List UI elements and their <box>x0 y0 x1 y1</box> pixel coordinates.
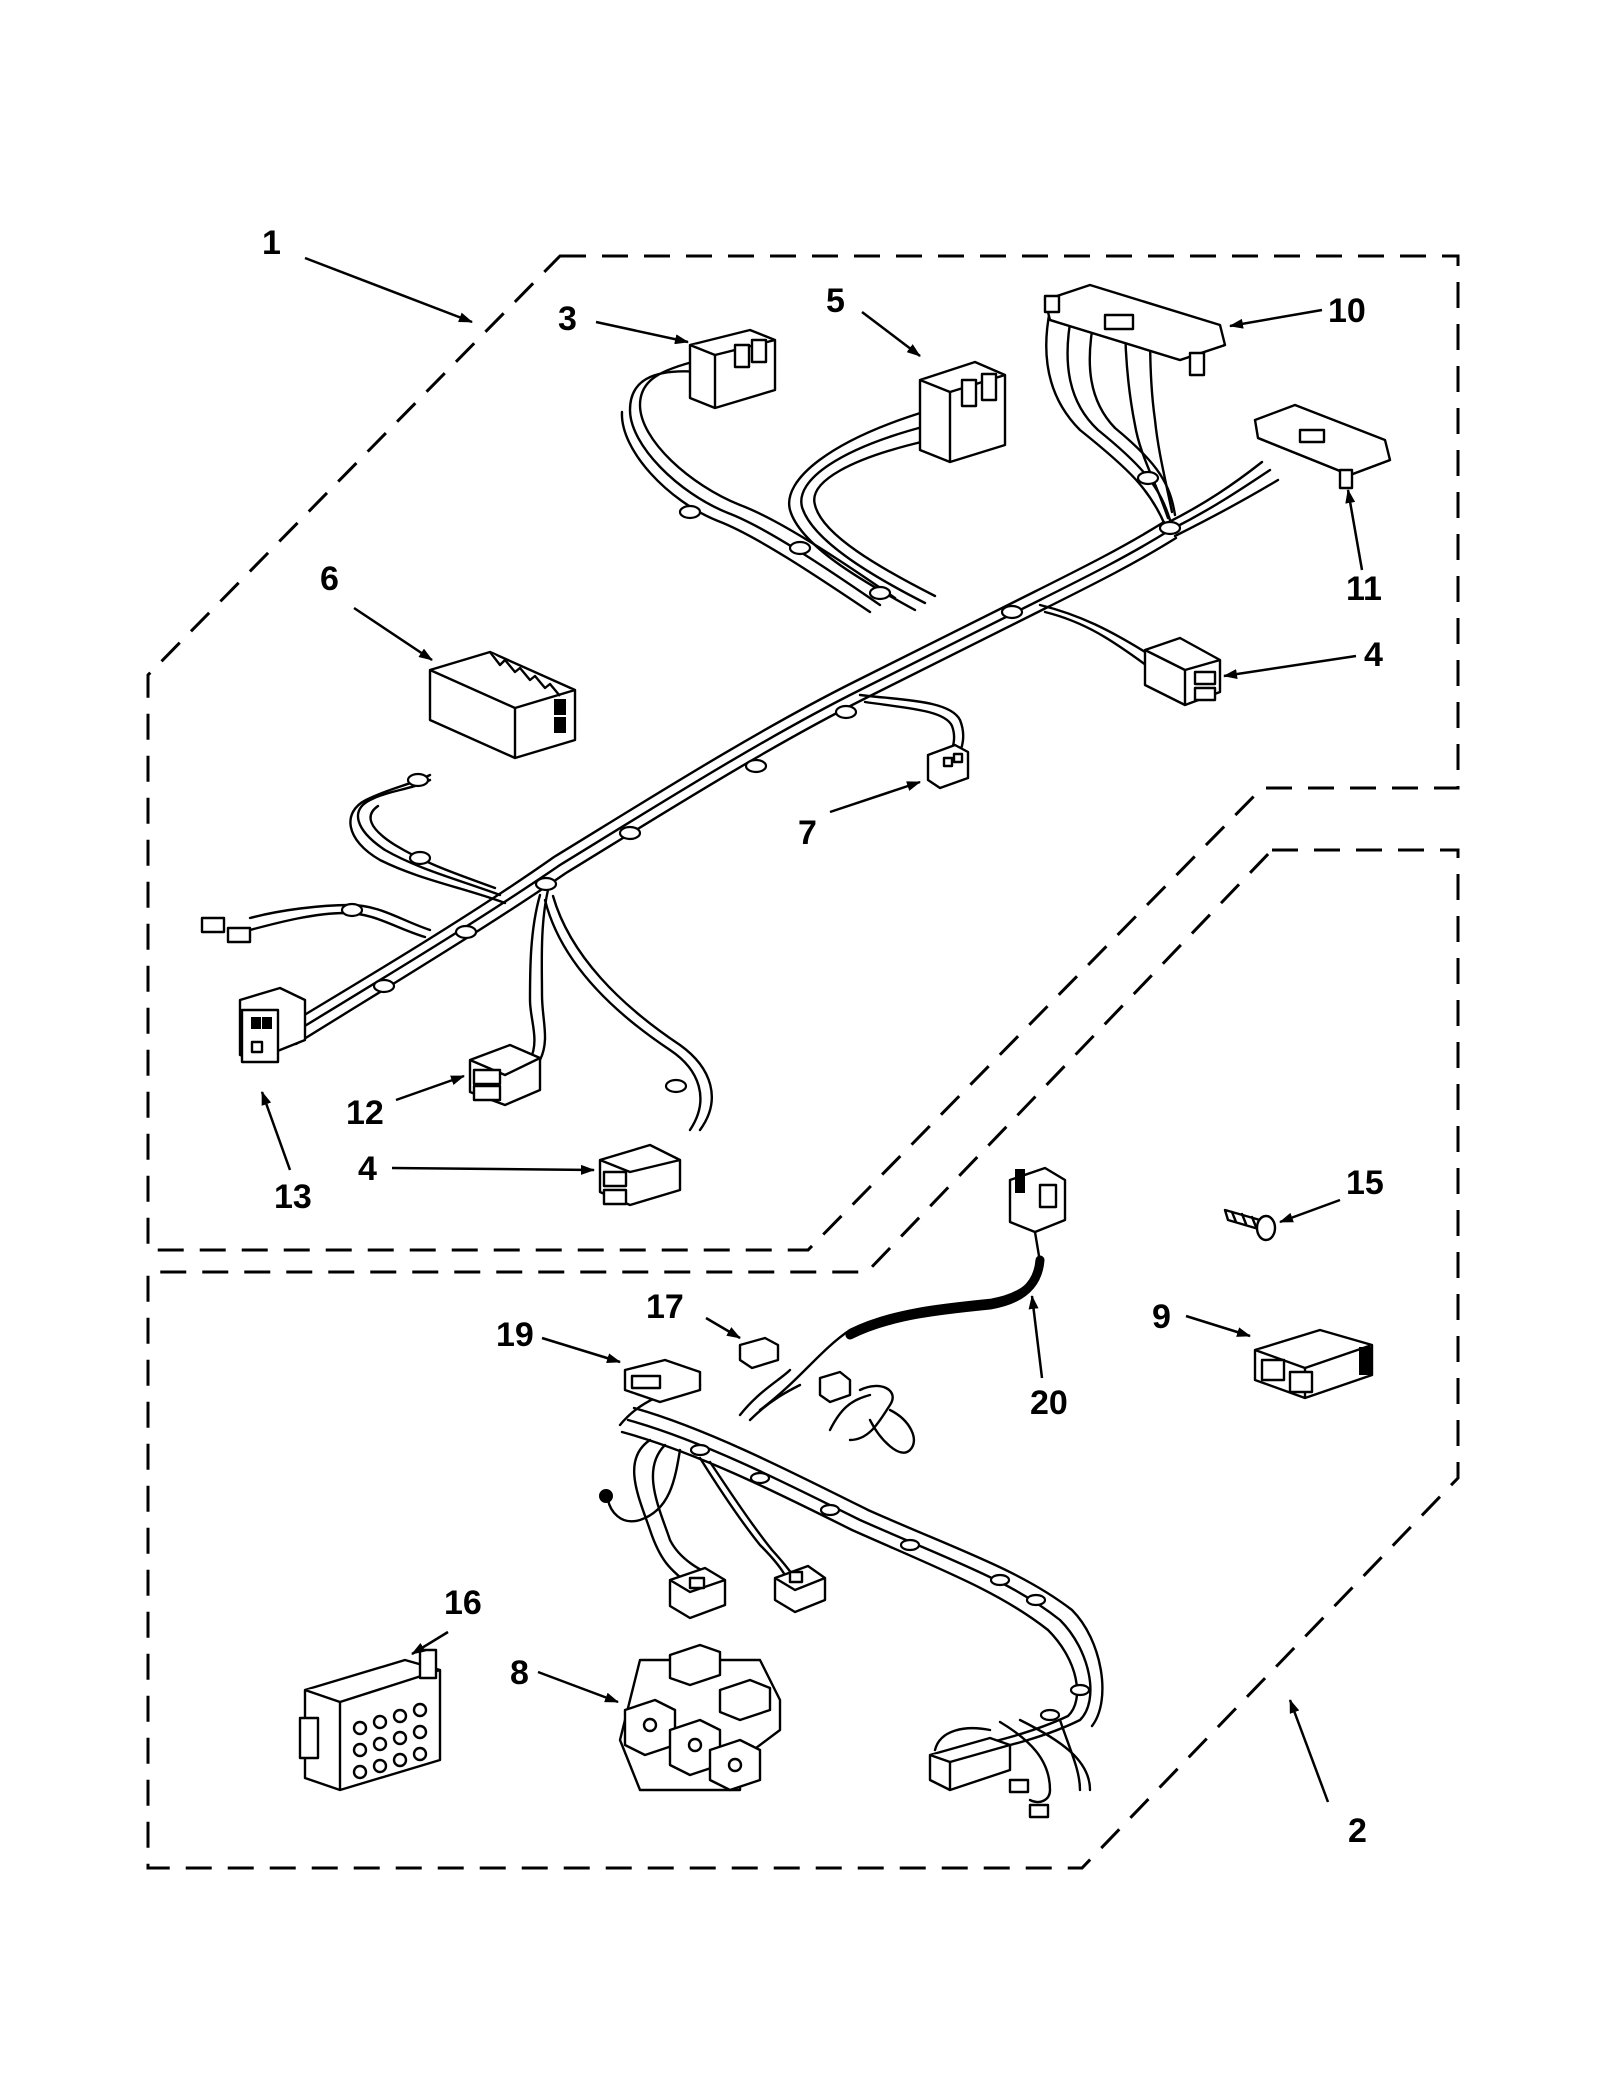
connector-17 <box>738 1336 780 1370</box>
callout-10: 10 <box>1328 292 1366 330</box>
connector-6 <box>428 650 577 760</box>
callout-2: 2 <box>1348 1812 1367 1850</box>
callout-4-lower: 4 <box>358 1150 377 1188</box>
connector-3 <box>688 328 777 410</box>
callout-3: 3 <box>558 300 577 338</box>
connector-11 <box>1253 403 1392 490</box>
connector-plug-20 <box>1008 1166 1067 1264</box>
connector-pair-left <box>200 916 252 944</box>
callout-8: 8 <box>510 1654 529 1692</box>
callout-16: 16 <box>444 1584 482 1622</box>
connector-harness2-c <box>928 1727 1012 1792</box>
callout-13: 13 <box>274 1178 312 1216</box>
part-8 <box>618 1643 782 1792</box>
callout-6: 6 <box>320 560 339 598</box>
callout-20: 20 <box>1030 1384 1068 1422</box>
connector-harness2-b <box>773 1564 827 1614</box>
leader-lines <box>260 256 1364 1803</box>
group-1-outline <box>146 254 1460 1252</box>
callout-4-upper: 4 <box>1364 636 1383 674</box>
callout-17: 17 <box>646 1288 684 1326</box>
harness-1 <box>248 308 1280 1132</box>
part-16-pin-grid <box>352 1702 428 1780</box>
connector-small-1 <box>818 1370 852 1404</box>
callout-9: 9 <box>1152 1298 1171 1336</box>
connector-13 <box>238 986 307 1064</box>
connector-4-upper <box>1143 636 1222 707</box>
callout-12: 12 <box>346 1094 384 1132</box>
connector-4-lower <box>598 1143 682 1207</box>
callout-19: 19 <box>496 1316 534 1354</box>
terminal-pair-harness2 <box>1008 1778 1050 1819</box>
connector-19 <box>623 1358 702 1404</box>
connector-12 <box>468 1043 542 1107</box>
part-16 <box>298 1648 442 1792</box>
part-9 <box>1253 1328 1374 1400</box>
connector-10 <box>1043 283 1227 377</box>
callout-5: 5 <box>826 282 845 320</box>
group-2-outline <box>146 848 1460 1870</box>
callout-11: 11 <box>1346 570 1382 608</box>
connector-5 <box>918 360 1007 464</box>
connector-harness2-a <box>668 1566 727 1620</box>
connector-7 <box>926 743 970 790</box>
callout-labels: 1 2 3 4 4 5 6 7 8 9 10 11 12 13 15 16 17… <box>262 224 1384 1850</box>
callout-7: 7 <box>798 814 817 852</box>
part-15-screw <box>1223 1208 1277 1242</box>
callout-15: 15 <box>1346 1164 1384 1202</box>
callout-1: 1 <box>262 224 281 262</box>
